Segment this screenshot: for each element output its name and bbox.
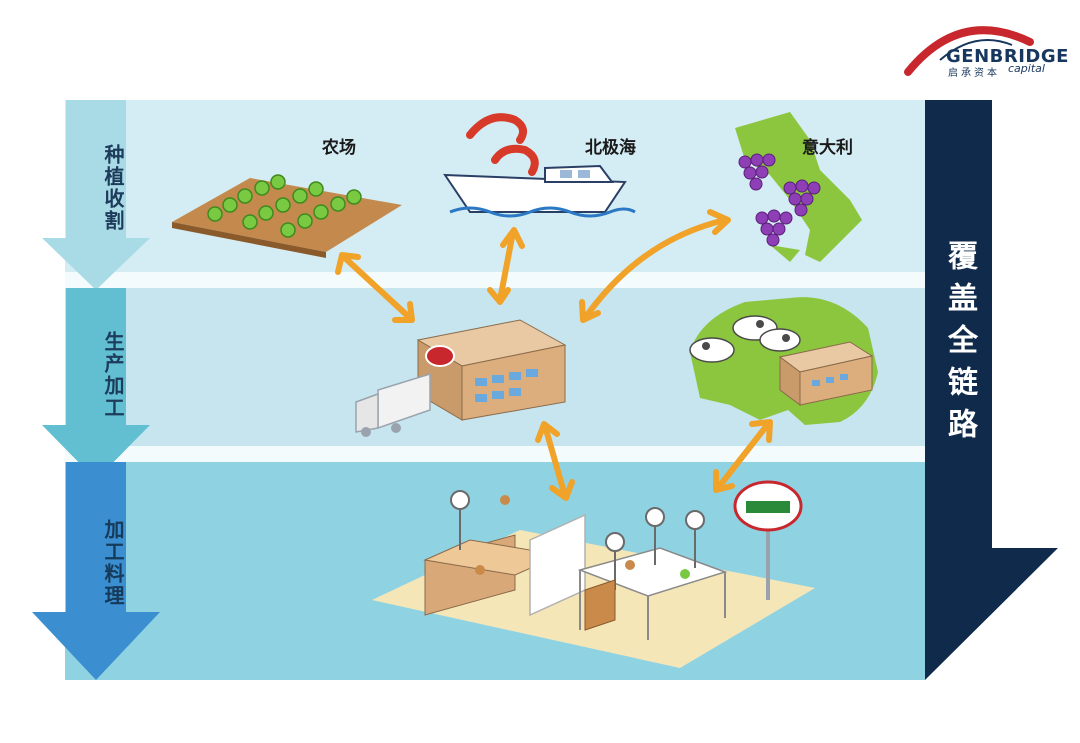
stage-arrow-3 (32, 462, 160, 680)
logo-sub-en: capital (1008, 62, 1045, 75)
band-separator (65, 272, 925, 288)
stage-arrow-2 (42, 288, 150, 480)
logo-sub-cn: 启承资本 (948, 68, 1000, 79)
delivery-truck-icon (355, 372, 431, 437)
stage-label-production: 生产加工 (101, 331, 125, 419)
place-label-farm: 农场 (322, 138, 356, 158)
restaurant-scene-icon (372, 490, 815, 668)
italy-grapes-icon (735, 112, 862, 262)
place-label-arctic-sea: 北极海 (585, 138, 636, 158)
band-separator (65, 446, 925, 462)
farm-field-icon (172, 174, 402, 258)
stage-label-cooking: 加工料理 (101, 519, 125, 607)
genbridge-logo-icon (904, 26, 1034, 76)
place-label-italy: 意大利 (802, 138, 853, 158)
full-chain-label: 覆盖全链路 (942, 240, 977, 450)
orange-link-arrows (335, 209, 773, 501)
stage-arrow-1 (42, 100, 150, 290)
saizeriya-sign-icon (733, 480, 803, 600)
stage-label-planting: 种植收割 (101, 144, 125, 232)
australia-cattle-icon (689, 297, 878, 425)
logo-brand-text: GENBRIDGE (946, 46, 1069, 67)
right-chain-arrow (925, 100, 1058, 680)
shrimp-boat-icon (443, 113, 636, 218)
factory-building-icon (416, 319, 567, 421)
